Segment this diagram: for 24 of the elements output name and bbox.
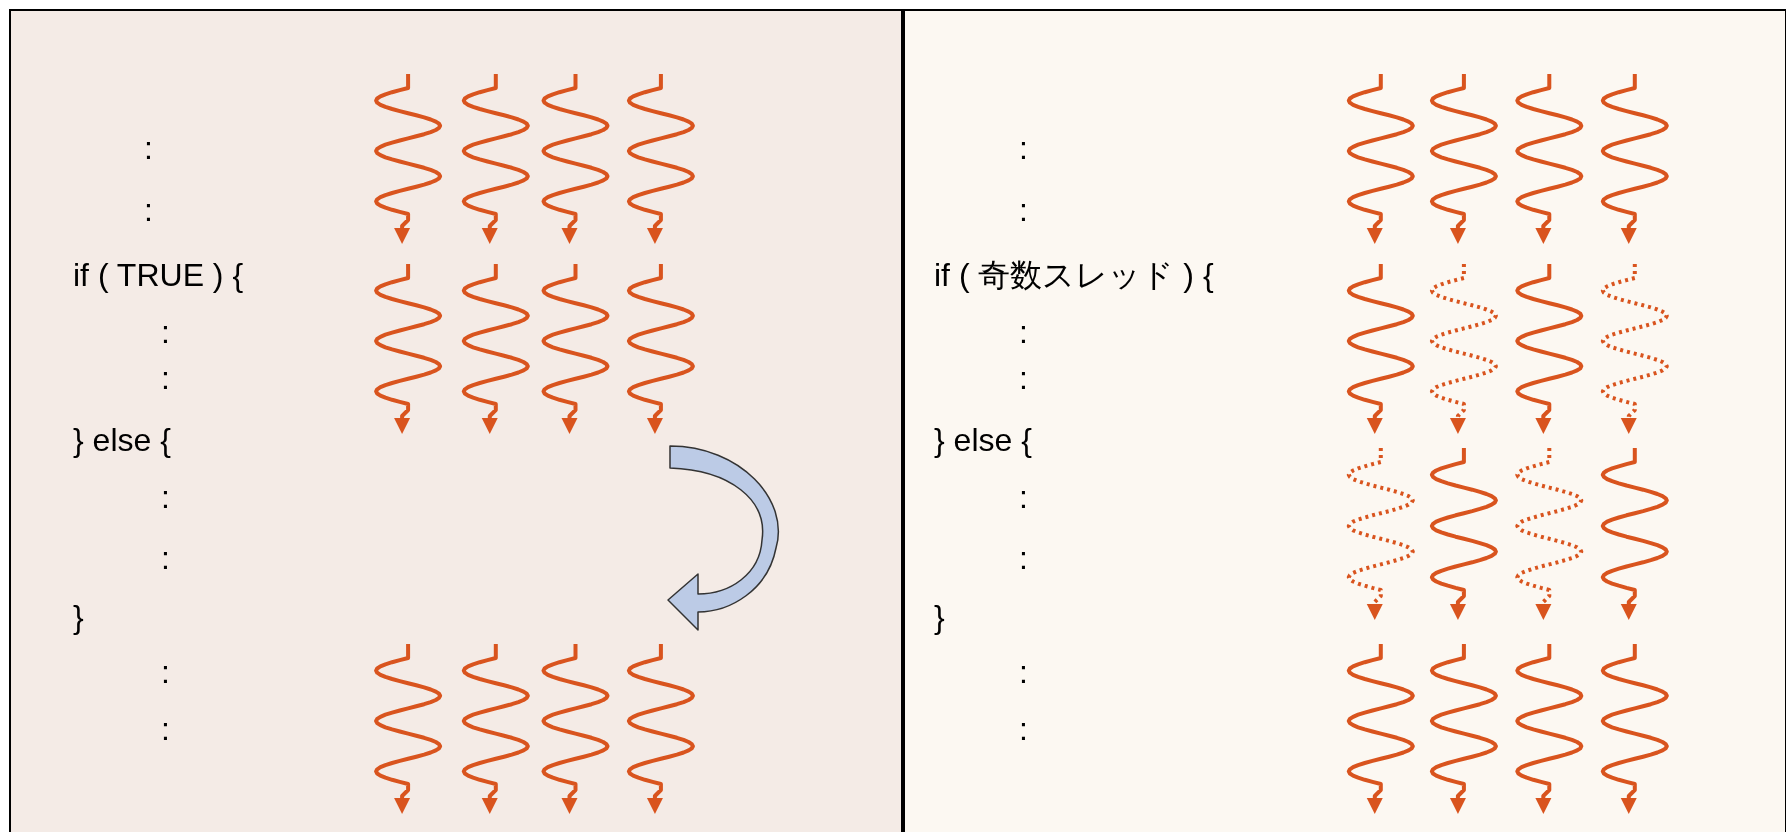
code-line: : bbox=[144, 129, 153, 168]
code-line: : bbox=[161, 478, 170, 517]
code-line: : bbox=[161, 653, 170, 692]
code-line: : bbox=[161, 313, 170, 352]
code-line: : bbox=[1019, 710, 1028, 749]
code-line: } else { bbox=[73, 421, 171, 460]
code-line: } else { bbox=[934, 421, 1032, 460]
code-line: } bbox=[73, 598, 84, 637]
code-line: if ( 奇数スレッド ) { bbox=[934, 256, 1214, 295]
code-line: : bbox=[1019, 359, 1028, 398]
code-panel bbox=[903, 9, 1786, 832]
code-line: : bbox=[1019, 653, 1028, 692]
code-line: : bbox=[161, 710, 170, 749]
code-line: } bbox=[934, 598, 945, 637]
code-line: : bbox=[161, 539, 170, 578]
code-panel bbox=[9, 9, 903, 832]
code-line: : bbox=[161, 359, 170, 398]
code-line: : bbox=[1019, 129, 1028, 168]
code-line: if ( TRUE ) { bbox=[73, 256, 244, 295]
code-line: : bbox=[1019, 313, 1028, 352]
code-line: : bbox=[144, 191, 153, 230]
code-line: : bbox=[1019, 191, 1028, 230]
code-line: : bbox=[1019, 539, 1028, 578]
code-line: : bbox=[1019, 478, 1028, 517]
